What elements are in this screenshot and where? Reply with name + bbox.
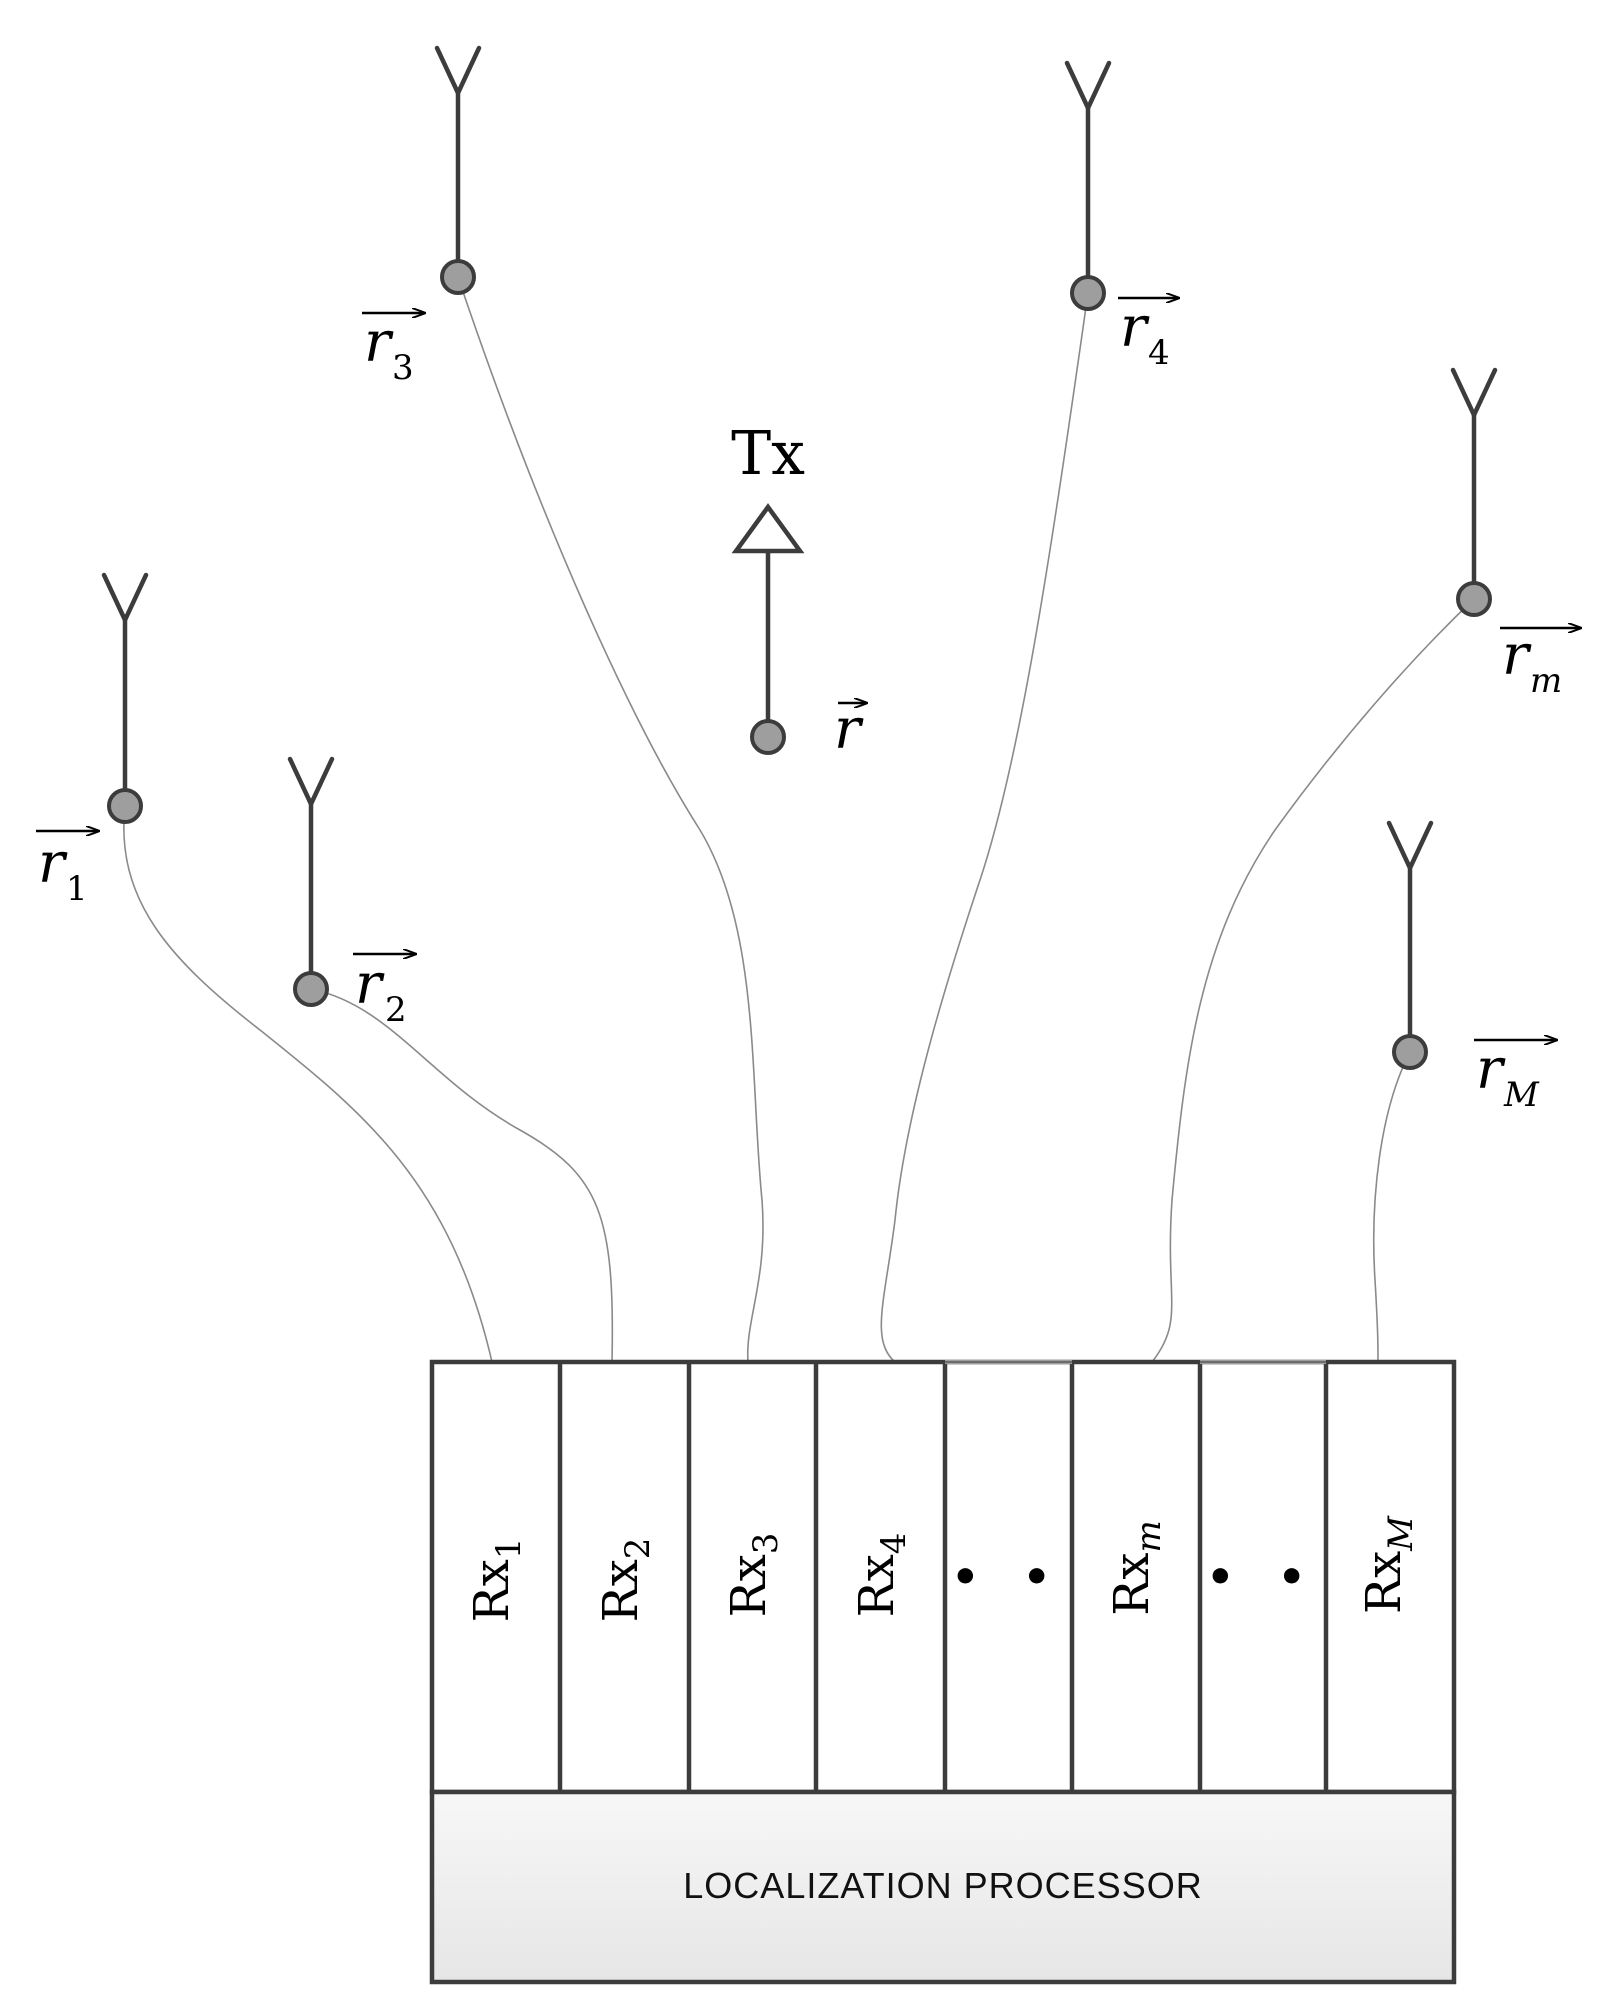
localization-processor: LOCALIZATION PROCESSOR <box>429 1789 1457 1985</box>
cable-1 <box>123 805 493 1363</box>
processor-box <box>429 1789 1457 1985</box>
receiver-label: Rx <box>721 1554 777 1617</box>
antenna-icon <box>1450 367 1498 421</box>
antenna-label-main: r <box>364 310 394 375</box>
receiver-1: Rx1 <box>464 1538 529 1623</box>
antenna-label-sub: 3 <box>392 348 414 388</box>
receiver-4: Rx4 <box>849 1533 914 1618</box>
antenna-label-3: r 3 <box>362 310 424 388</box>
antenna-2 <box>287 756 335 1007</box>
receiver-m: Rxm <box>1104 1520 1169 1615</box>
antenna-m <box>1450 367 1498 617</box>
antenna-node <box>293 971 329 1007</box>
antenna-node <box>1456 581 1492 617</box>
antenna-label-4: r 4 <box>1118 295 1178 373</box>
antenna-label-main: r <box>355 952 385 1017</box>
antenna-label-main: r <box>1120 295 1150 360</box>
antenna-icon <box>101 572 149 626</box>
receiver-sub: M <box>1381 1515 1421 1552</box>
antenna-4 <box>1064 60 1112 311</box>
svg-text:Rx3: Rx3 <box>721 1533 786 1618</box>
receiver-sub: 1 <box>489 1538 529 1560</box>
antenna-node <box>107 788 143 824</box>
transmitter: Tx r <box>731 419 866 762</box>
antenna-labels: r 1 r 2 r 3 r 4 r m r M <box>36 295 1580 1115</box>
receiver-sub: m <box>1129 1520 1169 1552</box>
receiver-label: Rx <box>849 1554 905 1617</box>
cable-M <box>1373 1051 1411 1363</box>
svg-text:RxM: RxM <box>1356 1515 1421 1614</box>
receiver-label: Rx <box>1356 1551 1412 1614</box>
receiver-ellipsis: • • <box>1206 1552 1320 1603</box>
receiver-sub: 3 <box>746 1533 786 1555</box>
antenna-node <box>440 259 476 295</box>
svg-text:Rx2: Rx2 <box>593 1538 658 1623</box>
antenna-label-sub: M <box>1503 1075 1540 1115</box>
receiver-label: Rx <box>593 1559 649 1622</box>
receiver-sub: 4 <box>874 1533 914 1555</box>
receiver-3: Rx3 <box>721 1533 786 1618</box>
antenna-label-main: r <box>1476 1037 1506 1102</box>
antenna-icon <box>287 756 335 810</box>
antenna-label-sub: 1 <box>66 869 88 909</box>
svg-text:Rxm: Rxm <box>1104 1520 1169 1615</box>
antenna-label-M: r M <box>1474 1037 1556 1115</box>
antenna-1 <box>101 572 149 824</box>
receiver-sub: 2 <box>618 1538 658 1560</box>
triangle-icon <box>731 503 805 554</box>
antenna-label-m: r m <box>1500 623 1580 701</box>
antenna-node <box>1392 1034 1428 1070</box>
antenna-icon <box>1386 820 1434 874</box>
cable-4 <box>880 292 1089 1363</box>
svg-text:Rx1: Rx1 <box>464 1538 529 1623</box>
receiver-label: Rx <box>1104 1553 1160 1616</box>
transmitter-position-label: r <box>834 697 864 762</box>
cables <box>123 276 1475 1363</box>
cable-2 <box>310 988 614 1363</box>
transmitter-node <box>750 719 786 755</box>
antenna-label-2: r 2 <box>353 952 415 1030</box>
antenna-icon <box>434 45 482 99</box>
receiver-2: Rx2 <box>593 1538 658 1623</box>
antenna-3 <box>434 45 482 295</box>
receiver-ellipsis: • • <box>951 1552 1065 1603</box>
svg-text:Rx4: Rx4 <box>849 1533 914 1618</box>
antenna-node <box>1070 275 1106 311</box>
receiver-label: Rx <box>464 1559 520 1622</box>
antenna-label-sub: 2 <box>385 990 407 1030</box>
cable-3 <box>457 276 764 1363</box>
antenna-icon <box>1064 60 1112 114</box>
processor-label: LOCALIZATION PROCESSOR <box>683 1865 1202 1906</box>
antenna-label-main: r <box>1502 623 1532 688</box>
transmitter-label: Tx <box>731 419 805 489</box>
antenna-label-main: r <box>38 831 68 896</box>
cable-m <box>1151 598 1475 1363</box>
antenna-label-1: r 1 <box>36 831 98 909</box>
antenna-label-sub: m <box>1530 661 1562 701</box>
receiver-bank: Rx1 Rx2 Rx3 Rx4 • • Rxm • • RxM <box>429 1359 1457 1795</box>
receiver-M: RxM <box>1356 1515 1421 1614</box>
antenna-label-sub: 4 <box>1148 333 1170 373</box>
antenna-M <box>1386 820 1434 1070</box>
